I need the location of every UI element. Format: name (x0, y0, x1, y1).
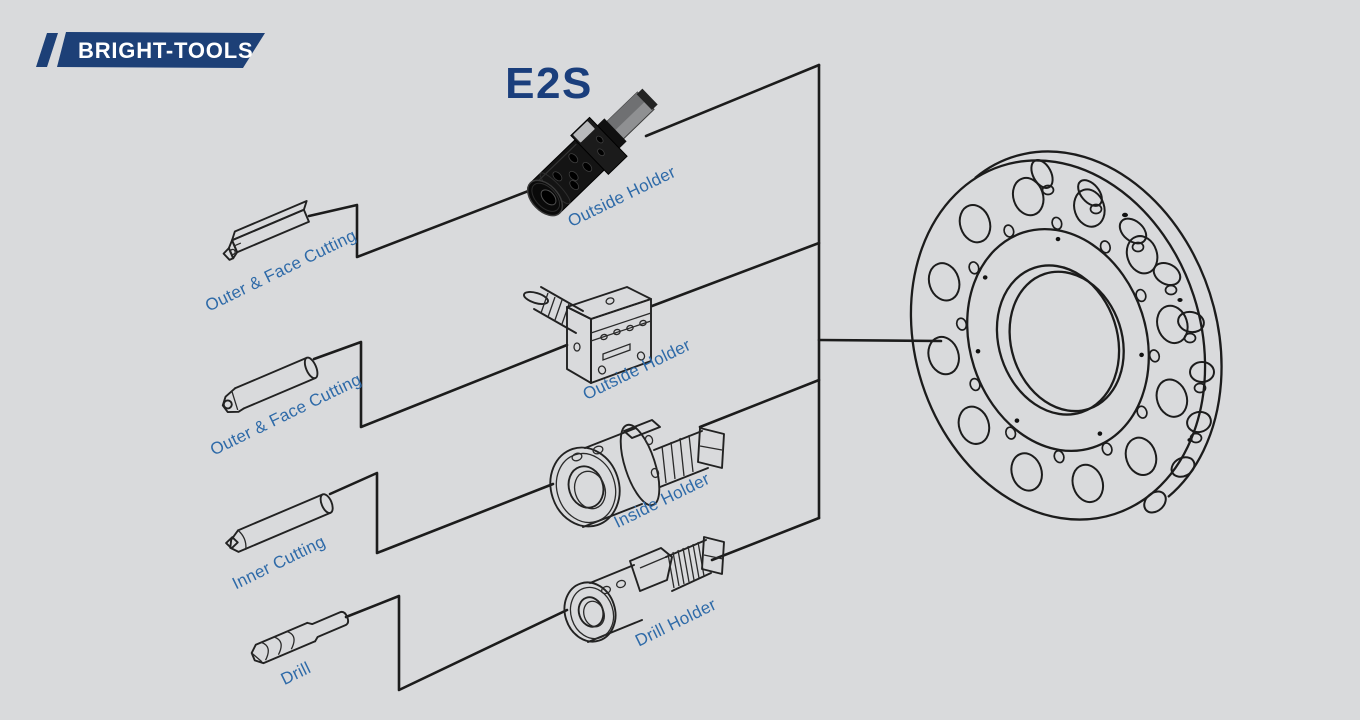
row3-tool-line (328, 471, 555, 555)
row1-tool-line (307, 188, 533, 259)
turret-disc-drawing (866, 122, 1251, 558)
row4-holder-line (710, 516, 821, 562)
tool-outer-face-cutting-2-drawing (221, 356, 319, 413)
logo-plate (57, 32, 265, 68)
logo-slash-icon (36, 33, 58, 67)
row2-tool-line (312, 340, 569, 429)
disc-link-line (817, 338, 943, 343)
row4-tool-line (344, 594, 569, 692)
row3-holder-line (698, 378, 821, 429)
holder-drill-drawing (563, 536, 725, 643)
holder-outside-1-photo (526, 88, 658, 217)
tool-drill-drawing (250, 610, 350, 665)
holder-inside-drawing (549, 419, 725, 528)
tool-outer-face-cutting-1-drawing (222, 200, 310, 261)
logo-wordmark: BRIGHT-TOOLS (78, 38, 254, 63)
connector-lines (307, 63, 943, 692)
disc-front-face (866, 122, 1251, 558)
brand-logo (36, 32, 265, 68)
holder-outside-2-drawing (523, 286, 652, 384)
row2-holder-line (650, 241, 821, 308)
tool-inner-cutting-drawing (225, 493, 334, 553)
row1-holder-line (644, 63, 821, 138)
page-title: E2S (505, 59, 593, 108)
